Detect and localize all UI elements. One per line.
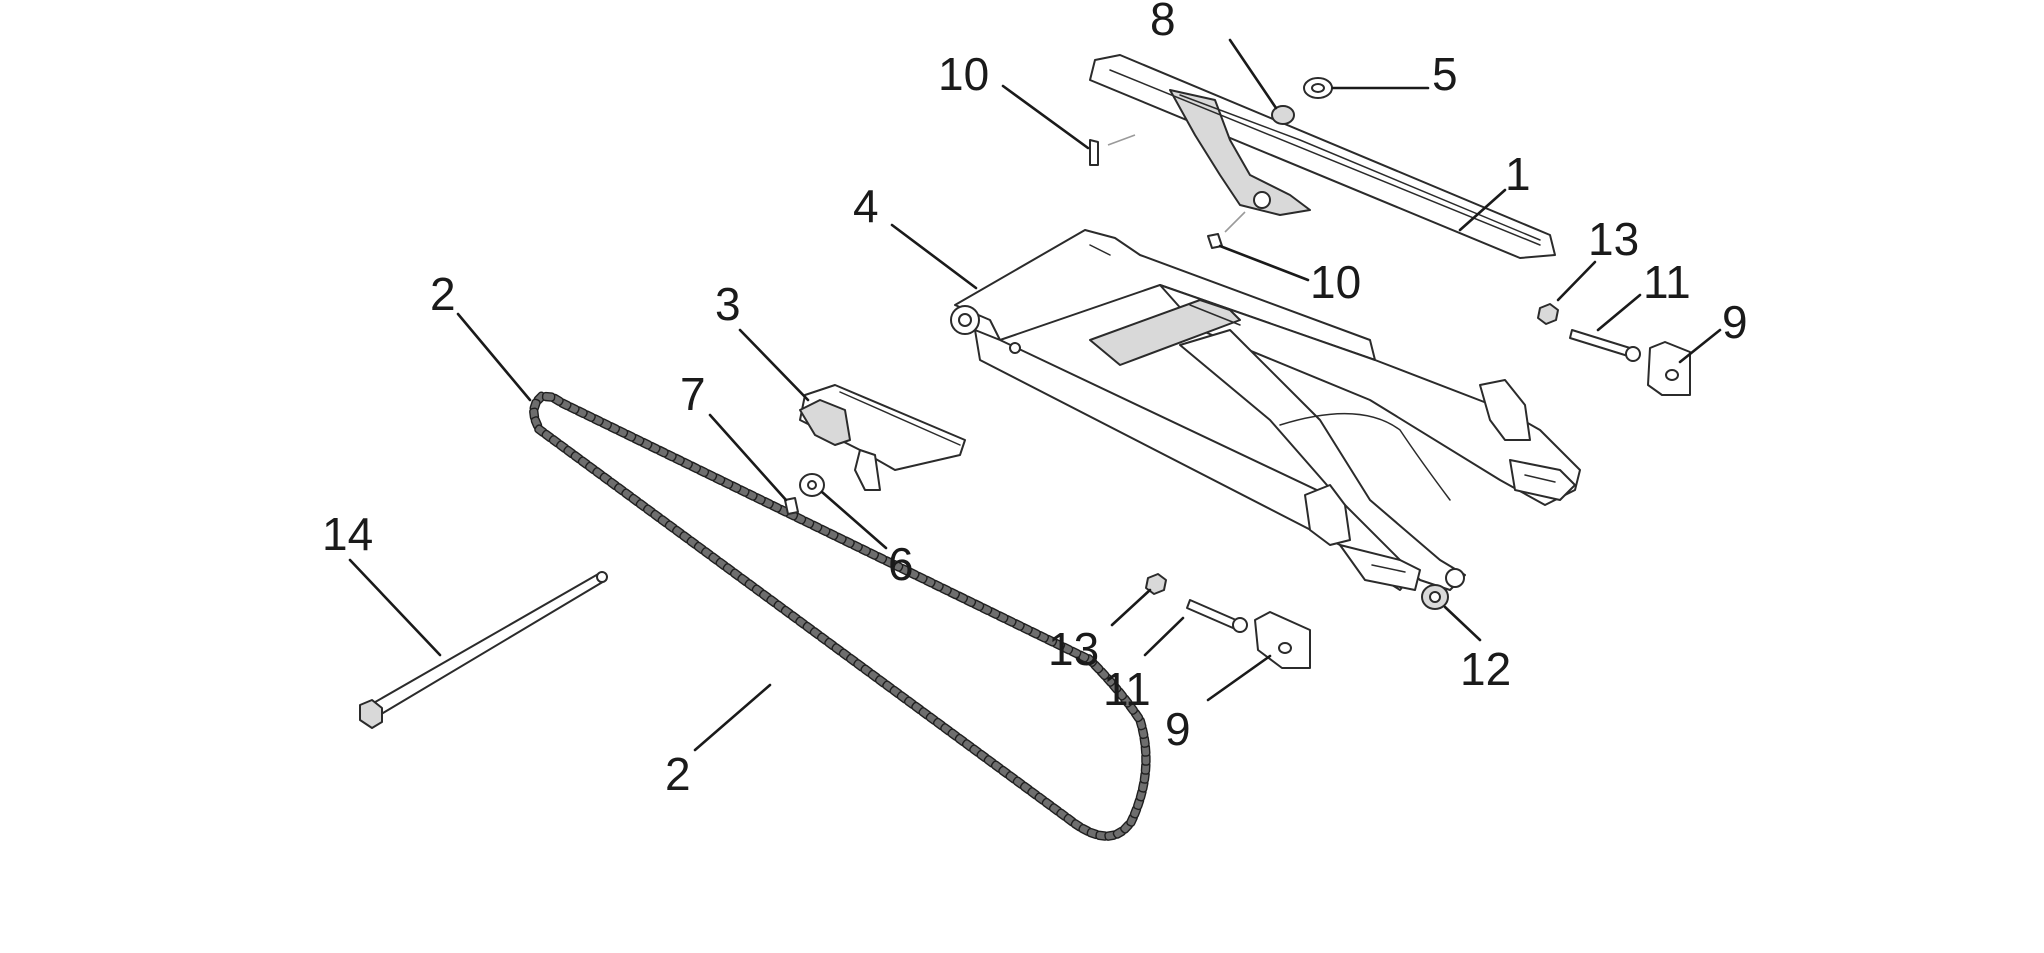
part-5-nut: [1303, 77, 1333, 99]
callout-5: 5: [1432, 48, 1458, 100]
part-2-drive-chain: [529, 391, 1151, 841]
chain-link: [541, 391, 556, 402]
callout-6: 6: [888, 538, 914, 590]
callout-2-bottom: 2: [665, 748, 691, 800]
callout-12: 12: [1460, 643, 1511, 695]
callout-3: 3: [715, 278, 741, 330]
callout-8: 8: [1150, 0, 1176, 45]
part-13a-nut: [1537, 303, 1559, 325]
part-3-chain-slider: [799, 384, 966, 491]
callout-13-right: 13: [1588, 213, 1639, 265]
callout-11-right: 11: [1643, 256, 1691, 308]
callout-2-top: 2: [430, 268, 456, 320]
callout-14: 14: [322, 508, 373, 560]
callout-7: 7: [680, 368, 706, 420]
part-7-bolt: [784, 497, 799, 515]
part-8-washer: [1271, 105, 1295, 125]
callout-1: 1: [1505, 148, 1531, 200]
part-4-swingarm: [950, 229, 1581, 591]
callout-10-mid: 10: [1310, 256, 1361, 308]
part-6-washer: [799, 473, 825, 497]
leader-lines: [348, 38, 1722, 752]
part-10a-bolt: [1089, 139, 1099, 166]
part-11b-bolt: [1186, 599, 1248, 633]
part-12-bushing: [1421, 584, 1449, 610]
callout-13-bottom: 13: [1048, 623, 1099, 675]
part-9b-adjuster-plate: [1254, 611, 1311, 669]
part-14-axle: [359, 571, 608, 729]
part-11a-bolt: [1569, 329, 1641, 362]
part-13b-nut: [1145, 573, 1167, 595]
callout-9-right: 9: [1722, 296, 1748, 348]
callout-labels: 8 5 10 1 4 10 2 3 7 6 14 2 13 11 9 13 11…: [322, 0, 1748, 800]
part-9a-adjuster-plate: [1647, 341, 1691, 396]
callout-9-bottom: 9: [1165, 703, 1191, 755]
callout-4: 4: [853, 180, 879, 232]
part-1-chain-guard: [1089, 54, 1556, 259]
callout-11-bottom: 11: [1103, 663, 1151, 715]
callout-10-top: 10: [938, 48, 989, 100]
